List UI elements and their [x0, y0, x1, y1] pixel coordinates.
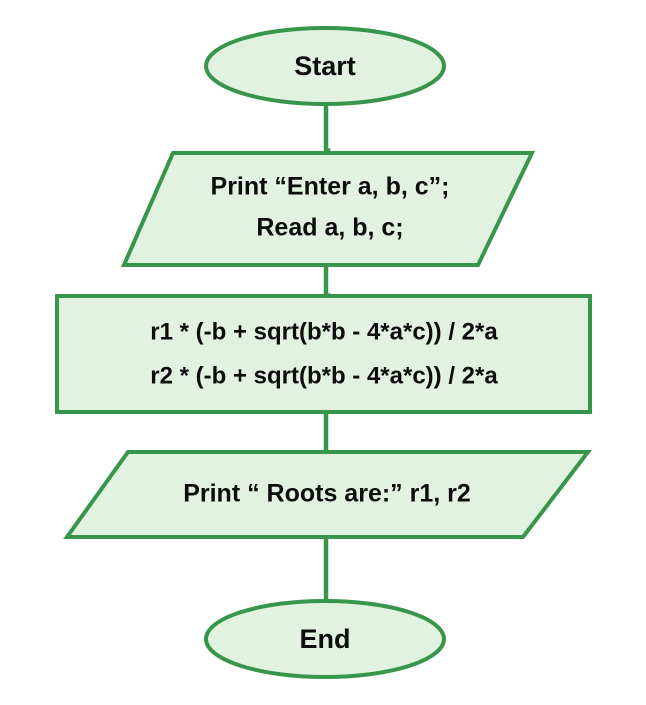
process-label-line-2: r2 * (-b + sqrt(b*b - 4*a*c)) / 2*a — [150, 362, 498, 389]
start-terminal-shape — [204, 26, 446, 106]
end-terminal[interactable]: End — [204, 599, 446, 679]
input-io-label-line-1: Print “Enter a, b, c”; — [211, 173, 450, 201]
end-terminal-shape — [204, 599, 446, 679]
output-io-label: Print “ Roots are:” r1, r2 — [183, 480, 471, 508]
output-io-node[interactable]: Print “ Roots are:” r1, r2 — [63, 450, 593, 539]
end-terminal-label: End — [300, 624, 351, 654]
process-label-line-1: r1 * (-b + sqrt(b*b - 4*a*c)) / 2*a — [150, 318, 498, 345]
process-node[interactable]: r1 * (-b + sqrt(b*b - 4*a*c)) / 2*a r2 *… — [55, 294, 592, 414]
start-terminal[interactable]: Start — [204, 26, 446, 106]
input-io-label-line-2: Read a, b, c; — [256, 214, 403, 242]
process-shape — [55, 294, 592, 414]
output-io-shape — [63, 450, 593, 539]
input-io-node[interactable]: Print “Enter a, b, c”; Read a, b, c; — [120, 151, 536, 267]
start-terminal-label: Start — [294, 51, 356, 81]
input-io-shape — [120, 151, 536, 267]
